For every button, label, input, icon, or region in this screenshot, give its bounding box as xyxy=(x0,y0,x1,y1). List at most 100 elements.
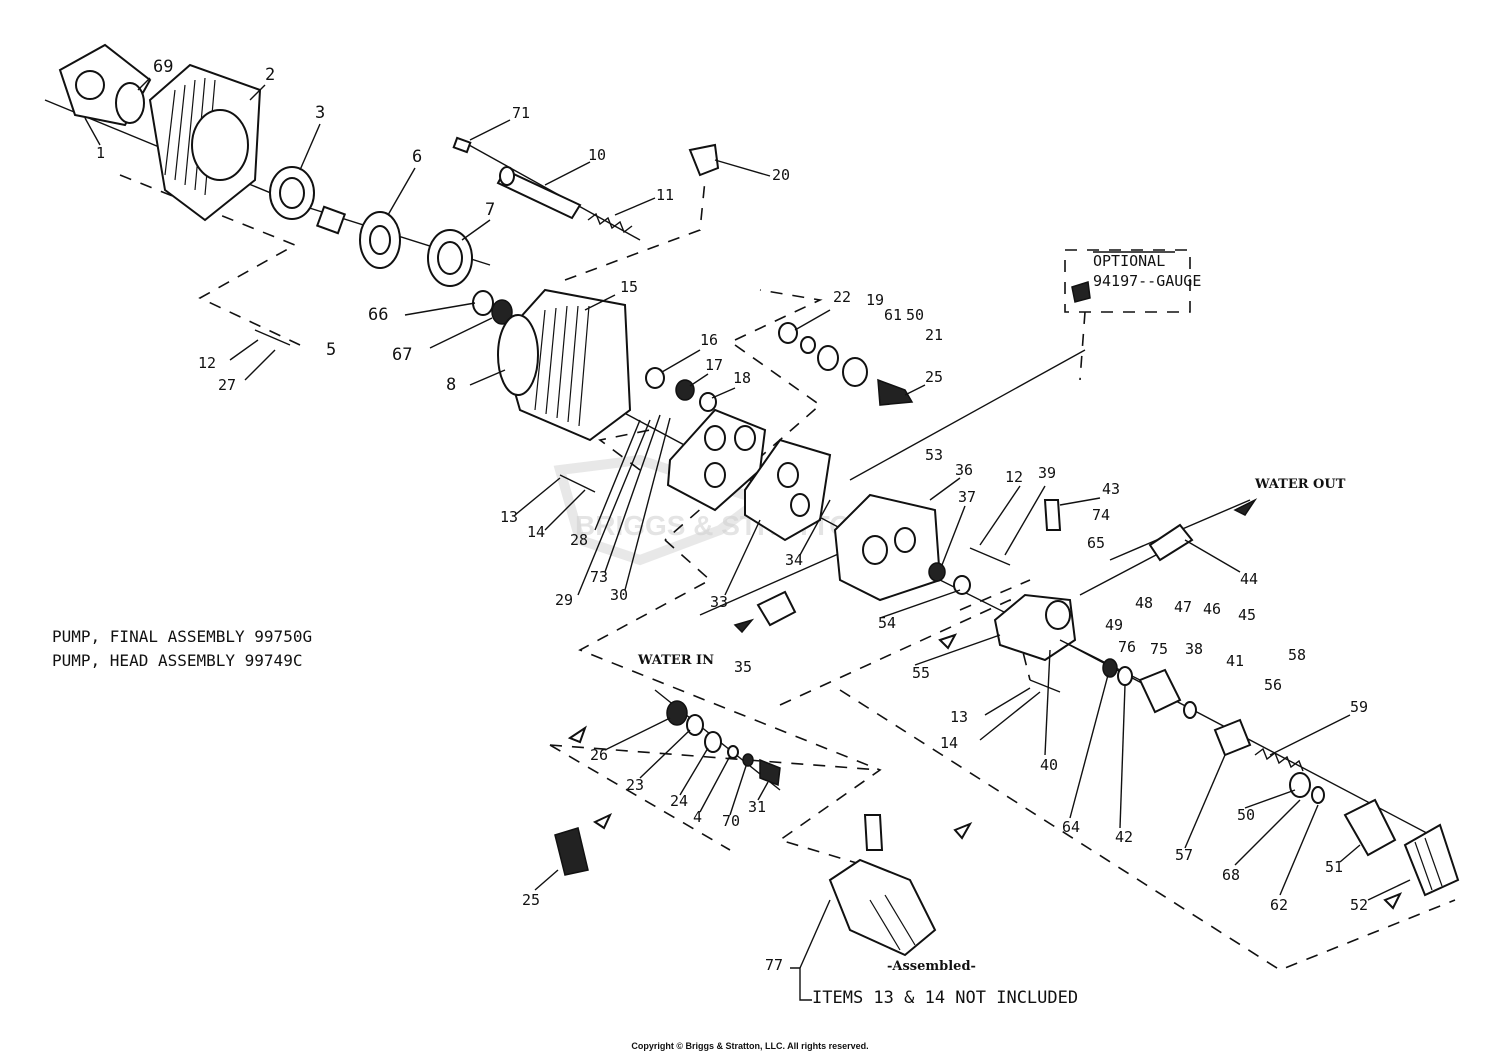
label-41: 41 xyxy=(1226,652,1244,670)
label-12b: 12 xyxy=(1005,468,1023,486)
label-61: 61 xyxy=(884,306,902,324)
label-23: 23 xyxy=(626,776,644,794)
label-8: 8 xyxy=(446,375,456,395)
water-in-label: WATER IN xyxy=(637,653,714,668)
part-knob-25 xyxy=(554,827,589,876)
label-1: 1 xyxy=(96,144,105,162)
part-gasket-33 xyxy=(744,438,832,542)
label-62: 62 xyxy=(1270,896,1288,914)
label-14b: 14 xyxy=(940,734,958,752)
label-13b: 13 xyxy=(950,708,968,726)
label-31: 31 xyxy=(748,798,766,816)
part-knob-52 xyxy=(1403,823,1460,897)
part-spring-11 xyxy=(587,212,633,234)
part-5 xyxy=(315,205,347,235)
watermark-text: BRIGGS & STRATTON xyxy=(575,510,871,541)
label-67: 67 xyxy=(392,345,412,365)
label-46: 46 xyxy=(1203,600,1221,618)
label-25a: 25 xyxy=(925,368,943,386)
label-5: 5 xyxy=(326,340,336,360)
label-26: 26 xyxy=(590,746,608,764)
label-17: 17 xyxy=(705,356,723,374)
caption-final-assembly: PUMP, FINAL ASSEMBLY 99750G xyxy=(52,627,312,646)
label-2: 2 xyxy=(265,65,275,85)
water-out-label: WATER OUT xyxy=(1254,477,1346,492)
label-58: 58 xyxy=(1288,646,1306,664)
part-seal-69 xyxy=(115,82,145,124)
label-22: 22 xyxy=(833,288,851,306)
label-49: 49 xyxy=(1105,616,1123,634)
parts xyxy=(58,43,1460,957)
label-10: 10 xyxy=(588,146,606,164)
part-fitting-35 xyxy=(756,590,797,627)
part-labels: 69 2 1 3 6 71 10 20 11 7 5 66 67 12 27 1… xyxy=(96,57,1368,974)
label-42: 42 xyxy=(1115,828,1133,846)
label-14a: 14 xyxy=(527,523,545,541)
label-36: 36 xyxy=(955,461,973,479)
label-51: 51 xyxy=(1325,858,1343,876)
optional-part: 94197--GAUGE xyxy=(1093,272,1201,290)
label-13a: 13 xyxy=(500,508,518,526)
label-leaders xyxy=(84,77,1411,1001)
label-66: 66 xyxy=(368,305,388,325)
label-16: 16 xyxy=(700,331,718,349)
label-33: 33 xyxy=(710,593,728,611)
label-53: 53 xyxy=(925,446,943,464)
assembly-captions: PUMP, FINAL ASSEMBLY 99750G PUMP, HEAD A… xyxy=(52,627,312,670)
label-59: 59 xyxy=(1350,698,1368,716)
label-37: 37 xyxy=(958,488,976,506)
label-57: 57 xyxy=(1175,846,1193,864)
label-48: 48 xyxy=(1135,594,1153,612)
label-73: 73 xyxy=(590,568,608,586)
label-6: 6 xyxy=(412,147,422,167)
part-cap-20 xyxy=(688,143,720,177)
label-45: 45 xyxy=(1238,606,1256,624)
label-28: 28 xyxy=(570,531,588,549)
label-18: 18 xyxy=(733,369,751,387)
label-11: 11 xyxy=(656,186,674,204)
label-64: 64 xyxy=(1062,818,1080,836)
part-assembled-77 xyxy=(828,858,937,957)
label-21: 21 xyxy=(925,326,943,344)
label-29: 29 xyxy=(555,591,573,609)
label-3: 3 xyxy=(315,103,325,123)
label-4: 4 xyxy=(693,808,702,826)
label-39: 39 xyxy=(1038,464,1056,482)
label-35: 35 xyxy=(734,658,752,676)
copyright-notice: Copyright © Briggs & Stratton, LLC. All … xyxy=(631,1041,869,1051)
annotations: WATER OUT WATER IN -Assembled- ITEMS 13 … xyxy=(637,477,1346,1008)
label-76: 76 xyxy=(1118,638,1136,656)
label-50a: 50 xyxy=(906,306,924,324)
label-71: 71 xyxy=(512,104,530,122)
label-38: 38 xyxy=(1185,640,1203,658)
not-included-note: ITEMS 13 & 14 NOT INCLUDED xyxy=(812,988,1078,1008)
label-68: 68 xyxy=(1222,866,1240,884)
label-77: 77 xyxy=(765,956,783,974)
label-19: 19 xyxy=(866,291,884,309)
part-51 xyxy=(1343,798,1397,857)
dashed-brackets xyxy=(119,174,1456,971)
part-outlet-44 xyxy=(1148,523,1194,562)
label-43: 43 xyxy=(1102,480,1120,498)
label-30: 30 xyxy=(610,586,628,604)
part-38 xyxy=(1138,668,1182,714)
label-50b: 50 xyxy=(1237,806,1255,824)
label-54: 54 xyxy=(878,614,896,632)
label-65: 65 xyxy=(1087,534,1105,552)
label-69: 69 xyxy=(153,57,173,77)
optional-title: OPTIONAL xyxy=(1093,252,1165,270)
label-12a: 12 xyxy=(198,354,216,372)
label-27: 27 xyxy=(218,376,236,394)
caption-head-assembly: PUMP, HEAD ASSEMBLY 99749C xyxy=(52,651,302,670)
label-52: 52 xyxy=(1350,896,1368,914)
label-56: 56 xyxy=(1264,676,1282,694)
label-47: 47 xyxy=(1174,598,1192,616)
label-15: 15 xyxy=(620,278,638,296)
label-74: 74 xyxy=(1092,506,1110,524)
label-44: 44 xyxy=(1240,570,1258,588)
label-70: 70 xyxy=(722,812,740,830)
label-40: 40 xyxy=(1040,756,1058,774)
label-20: 20 xyxy=(772,166,790,184)
label-34: 34 xyxy=(785,551,803,569)
